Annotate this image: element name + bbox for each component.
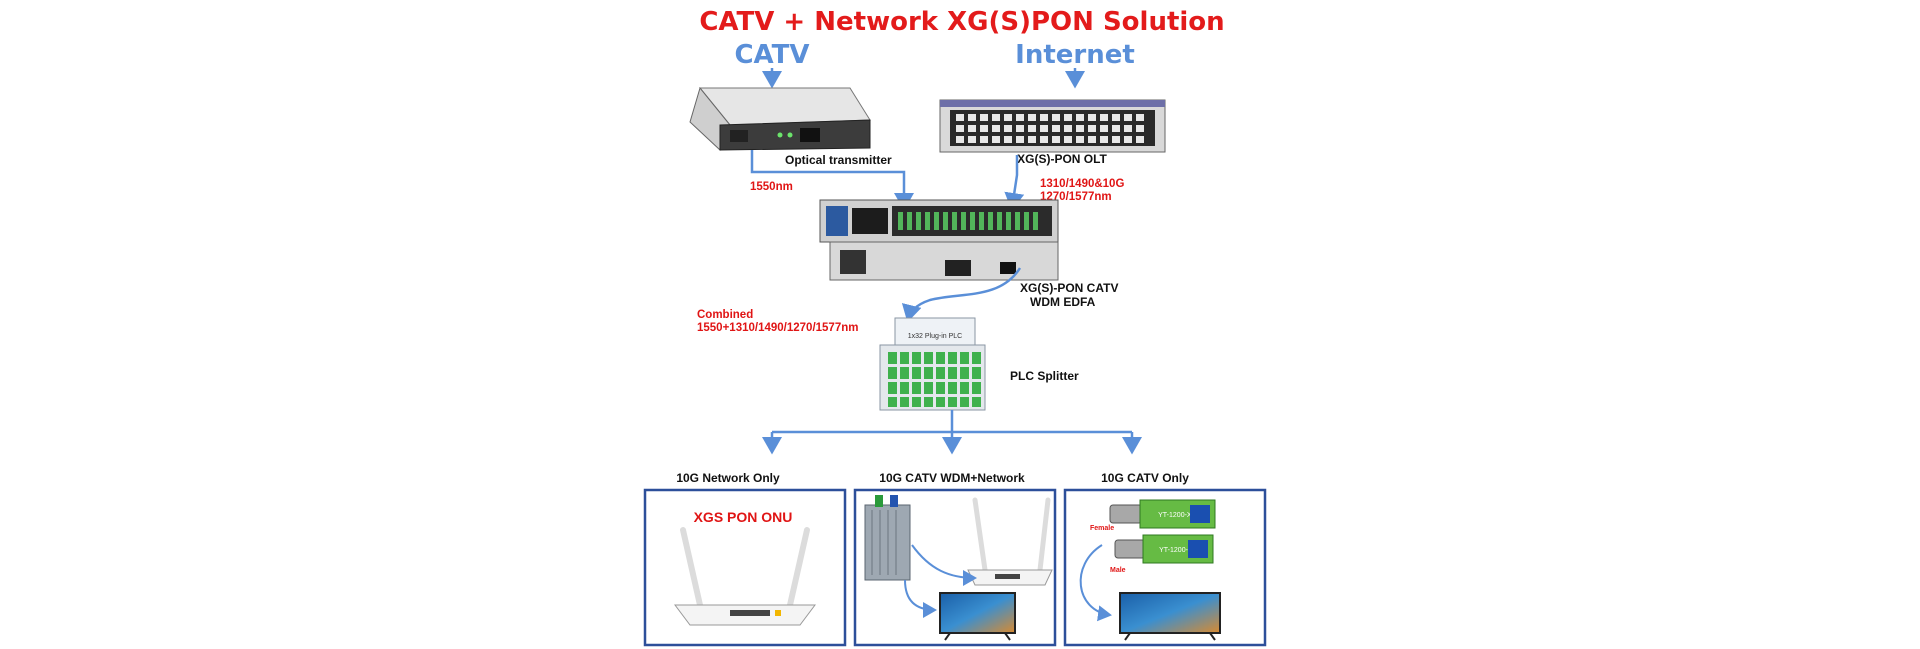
plc-splitter-label: PLC Splitter bbox=[1010, 369, 1079, 383]
endpoint-box-network-only: XGS PON ONU bbox=[645, 490, 845, 645]
catv-only-tv-icon bbox=[1120, 593, 1220, 640]
male-label: Male bbox=[1110, 567, 1126, 574]
catv-source-label: CATV bbox=[734, 40, 809, 70]
optical-transmitter-device bbox=[690, 88, 870, 150]
endpoint-heading-catv-only: 10G CATV Only bbox=[1101, 471, 1189, 485]
catv-wavelength-label: 1550nm bbox=[750, 181, 793, 193]
olt-device bbox=[940, 100, 1165, 152]
endpoint-heading-network-only: 10G Network Only bbox=[676, 471, 780, 485]
olt-label: XG(S)-PON OLT bbox=[1017, 152, 1107, 166]
xgs-pon-onu-label: XGS PON ONU bbox=[694, 509, 793, 525]
combined-label-line1: Combined bbox=[697, 309, 753, 321]
internet-source-label: Internet bbox=[1015, 40, 1135, 70]
edfa-device bbox=[820, 200, 1058, 280]
optical-transmitter-label: Optical transmitter bbox=[785, 153, 892, 167]
splitter-face-label: 1x32 Plug-in PLC bbox=[908, 333, 962, 340]
edfa-label-line1: XG(S)-PON CATV bbox=[1020, 281, 1118, 295]
edfa-label-line2: WDM EDFA bbox=[1030, 295, 1096, 309]
diagram-title: CATV + Network XG(S)PON Solution bbox=[699, 7, 1224, 37]
endpoint-box-catv-only: YT-1200-XF Female YT-1200-XF Male bbox=[1065, 490, 1265, 645]
endpoint-box-catv-network bbox=[855, 490, 1055, 645]
pon-wavelength-label-1: 1310/1490&10G bbox=[1040, 178, 1124, 190]
wdm-onu-device-icon bbox=[865, 495, 910, 580]
female-label: Female bbox=[1090, 525, 1114, 532]
combined-label-line2: 1550+1310/1490/1270/1577nm bbox=[697, 322, 858, 334]
endpoint-heading-catv-network: 10G CATV WDM+Network bbox=[879, 471, 1025, 485]
plc-splitter-device: 1x32 Plug-in PLC bbox=[880, 318, 985, 410]
catv-network-tv-icon bbox=[940, 593, 1015, 640]
